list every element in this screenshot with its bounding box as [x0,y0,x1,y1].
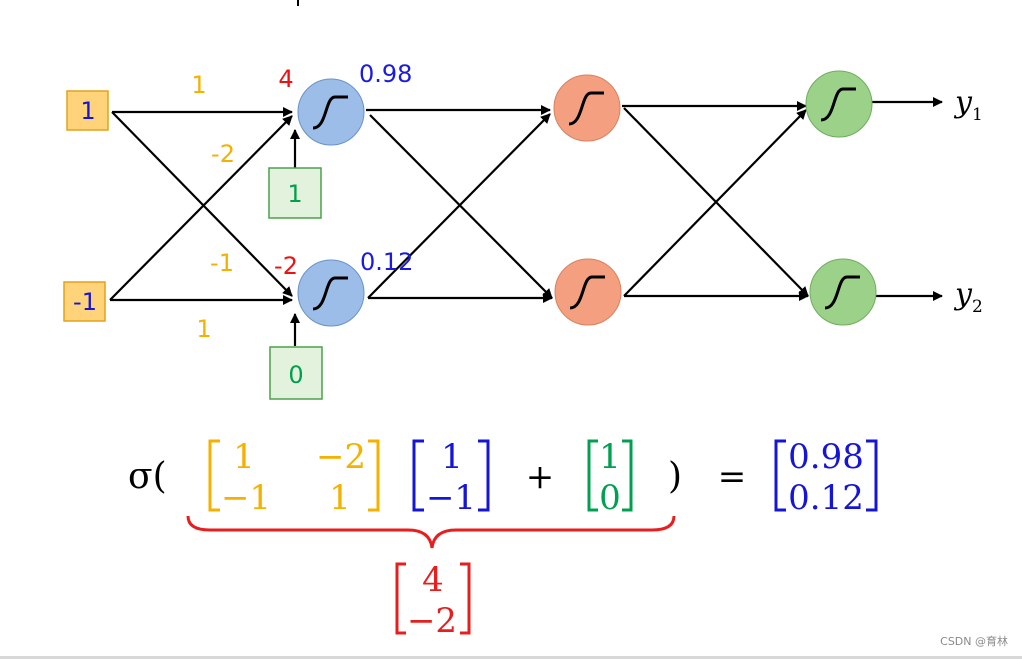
output-symbol: y [953,85,973,120]
sigmoid-curve-icon [569,275,605,310]
neuron-layer-3-node-1 [805,70,873,138]
sigmoid-curve-icon [312,276,348,311]
bias-node-2: 0 [269,346,323,400]
edge-n1-m2 [369,114,553,299]
brace-result-entries: 4 −2 [407,560,457,641]
matrix-entry: 1 [233,437,255,477]
edge-n2-m1 [367,113,551,299]
input-vector-entries: 1 −1 [426,437,476,518]
matrix-entry: −1 [221,478,271,518]
vector-entry: 4 [422,560,444,600]
equation: σ( 1 −2 −1 1 1 −1 + 1 0 [128,437,878,641]
vector-entry: 0.12 [788,478,864,518]
bias-value: 1 [287,180,302,208]
matrix-left-bracket [208,439,220,512]
neuron-body [554,258,622,326]
vector-entry: 0 [599,478,621,518]
result-vector-entries: 0.98 0.12 [788,437,864,518]
sigma-open: σ( [128,456,167,497]
vector-right-bracket [478,439,490,512]
svg-text:y2: y2 [953,277,983,317]
output-subscript: 2 [972,297,983,317]
input-connections [109,107,300,346]
weight-labels: 1 -2 -1 1 [191,71,235,343]
activation-value-2: 0.12 [360,248,413,276]
vector-entry: −1 [426,478,476,518]
vector-right-bracket [866,439,878,512]
vector-left-bracket [412,439,424,512]
vector-right-bracket [460,562,471,635]
input-vector [412,439,490,512]
bias-box [268,167,322,219]
vector-entry: −2 [407,601,457,641]
bias-vector [587,439,633,512]
neuron-layer-2-node-2 [554,258,622,326]
input-box [63,281,106,322]
output-subscript: 1 [972,105,983,125]
bias-value: 0 [288,361,303,389]
sigmoid-curve-icon [824,275,860,310]
output-symbol: y [953,277,973,312]
equals-sign: = [718,457,747,497]
edge-x1-n2 [111,111,293,297]
neuron-body [297,259,365,327]
matrix-entry: 1 [329,478,351,518]
watermark: CSDN @育林 [940,635,1008,648]
vector-right-bracket [622,439,633,512]
edge-x2-n1 [109,115,293,301]
vector-left-bracket [395,562,406,635]
neuron-layer-1-node-1 [297,78,365,146]
vector-left-bracket [587,439,598,512]
matrix-entry: −2 [316,437,366,477]
edge-m2-o1 [623,109,807,297]
output-label-1: y1 [953,85,983,125]
hidden-connections-1 [366,105,553,303]
z-value-labels: 4 -2 [274,65,298,280]
plus-sign: + [526,457,555,497]
bias-vector-entries: 1 0 [599,437,621,518]
underbrace [186,515,676,549]
neuron-body [809,258,877,326]
vector-left-bracket [774,439,786,512]
sigmoid-curve-icon [820,87,856,122]
svg-text:y1: y1 [953,85,983,125]
weight-matrix-entries: 1 −2 −1 1 [221,437,366,518]
weight-label-w21: -1 [210,249,234,277]
neuron-layer-1-node-2 [297,259,365,327]
input-node-2: -1 [63,281,106,322]
input-value: 1 [80,97,95,125]
weight-label-w12: -2 [211,140,235,168]
result-vector [774,439,878,512]
z-value-1: 4 [278,65,293,93]
weight-matrix [208,439,380,512]
sigmoid-curve-icon [568,91,604,126]
brace-result-vector [395,562,471,635]
vector-entry: 1 [599,437,621,477]
output-connections [872,97,943,301]
weight-label-w22: 1 [196,315,211,343]
sigmoid-curve-icon [312,95,348,130]
bias-box [269,346,323,400]
input-box [66,90,109,131]
neuron-body [297,78,365,146]
neuron-layer-2-node-1 [553,74,621,142]
activation-labels: 0.98 0.12 [359,60,413,276]
output-label-2: y2 [953,277,983,317]
neuron-layer-3-node-2 [809,258,877,326]
hidden-connections-2 [622,101,809,301]
close-paren: ) [668,456,682,497]
input-node-1: 1 [66,90,109,131]
z-value-2: -2 [274,252,298,280]
input-value: -1 [73,288,97,316]
bias-node-1: 1 [268,167,322,219]
bottom-divider [0,656,1022,659]
vector-entry: 0.98 [788,437,864,477]
activation-value-1: 0.98 [359,60,412,88]
weight-label-w11: 1 [191,71,206,99]
neuron-body [805,70,873,138]
vector-entry: 1 [441,437,463,477]
matrix-right-bracket [368,439,380,512]
neuron-body [553,74,621,142]
